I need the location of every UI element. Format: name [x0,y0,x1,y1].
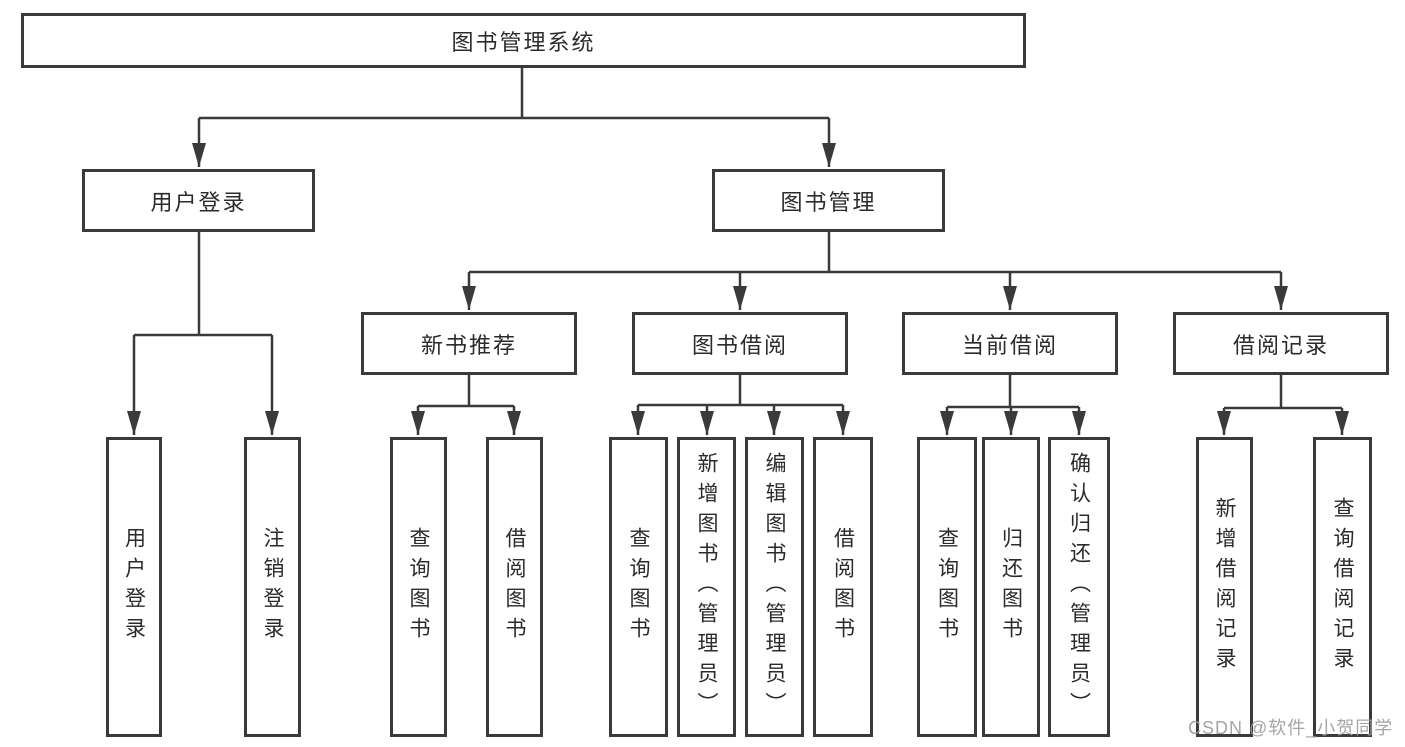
edge-record-trunk [1224,375,1342,410]
node-new-book-recommend: 新书推荐 [361,312,577,375]
leaf-borrow-add-books-admin: 新增图书（管理员） [677,437,736,737]
edge-user-login-trunk [134,232,272,337]
node-book-management: 图书管理 [712,169,945,232]
leaf-current-query-books: 查询图书 [917,437,977,737]
leaf-borrow-edit-books-admin: 编辑图书（管理员） [745,437,804,737]
leaf-record-add-borrow-record: 新增借阅记录 [1196,437,1253,737]
edge-book-borrow-trunk [638,375,843,407]
leaf-borrow-borrow-books: 借阅图书 [813,437,873,737]
edge-new-rec-trunk [418,375,514,408]
leaf-current-confirm-return-admin: 确认归还（管理员） [1048,437,1110,737]
node-root-library-system: 图书管理系统 [21,13,1026,68]
leaf-label: 新增借阅记录 [1213,497,1236,677]
leaf-label: 确认归还（管理员） [1067,452,1091,722]
node-current-borrow: 当前借阅 [902,312,1118,375]
leaf-label: 编辑图书（管理员） [763,452,786,722]
leaf-label: 查询图书 [407,527,430,647]
node-borrow-records: 借阅记录 [1173,312,1389,375]
node-user-login: 用户登录 [82,169,315,232]
edge-book-mgmt-trunk [469,232,1281,274]
leaf-label: 归还图书 [999,527,1023,647]
edge-current-trunk [947,375,1079,409]
leaf-newrec-borrow-books: 借阅图书 [486,437,543,737]
leaf-label: 查询图书 [627,527,650,647]
leaf-login-user-login: 用户登录 [106,437,162,737]
leaf-label: 查询图书 [935,527,959,647]
leaf-label: 借阅图书 [831,527,855,647]
leaf-login-logout: 注销登录 [244,437,301,737]
leaf-label: 查询借阅记录 [1331,497,1354,677]
leaf-label: 借阅图书 [503,527,526,647]
edge-root-trunk [199,68,829,120]
leaf-borrow-query-books: 查询图书 [609,437,668,737]
leaf-label: 注销登录 [261,527,284,647]
node-book-borrow: 图书借阅 [632,312,848,375]
leaf-label: 用户登录 [122,527,146,647]
leaf-current-return-books: 归还图书 [982,437,1040,737]
leaf-label: 新增图书（管理员） [695,452,718,722]
csdn-watermark: CSDN @软件_小贺同学 [1188,718,1394,738]
leaf-newrec-query-books: 查询图书 [390,437,447,737]
leaf-record-query-borrow-record: 查询借阅记录 [1313,437,1372,737]
